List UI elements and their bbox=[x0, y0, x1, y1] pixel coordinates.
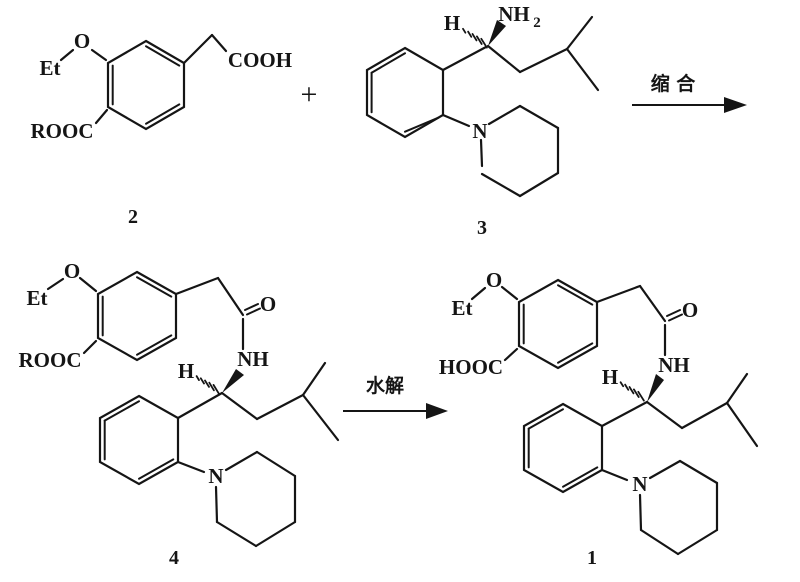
compound-1: O Et HOOC O NH H N 1 bbox=[439, 268, 759, 569]
compound-4-ester-label: ROOC bbox=[19, 348, 82, 372]
compound-2-number: 2 bbox=[128, 206, 138, 228]
condensation-arrow: 缩 合 bbox=[632, 72, 747, 113]
compound-4: O Et ROOC O NH H N 4 bbox=[19, 259, 340, 569]
compound-4-carbonyl-oxygen-label: O bbox=[260, 292, 276, 316]
compound-4-stereo-h-label: H bbox=[178, 359, 194, 383]
compound-4-benzoate-ring bbox=[96, 270, 178, 362]
compound-4-benzoate-substituent-bonds bbox=[46, 276, 245, 355]
compound-1-stereo-h-label: H bbox=[602, 365, 618, 389]
compound-1-piperidine-ring bbox=[600, 459, 719, 556]
compound-3-piperidine-n-label: N bbox=[472, 119, 487, 143]
compound-4-isobutyl-bonds bbox=[176, 361, 340, 442]
compound-4-number: 4 bbox=[169, 547, 179, 569]
compound-4-aniline-ring bbox=[98, 394, 180, 486]
compound-2-benzene-ring bbox=[106, 39, 186, 131]
compound-1-ether-oxygen-label: O bbox=[486, 268, 502, 292]
compound-1-bold-wedge-nh bbox=[647, 374, 664, 402]
compound-1-hashed-wedge-h bbox=[619, 381, 645, 402]
compound-1-ethyl-label: Et bbox=[452, 296, 473, 320]
compound-4-hashed-wedge-h bbox=[195, 375, 220, 395]
compound-4-ether-oxygen-label: O bbox=[64, 259, 80, 283]
compound-1-isobutyl-bonds bbox=[600, 372, 759, 448]
hydrolysis-arrow: 水解 bbox=[343, 374, 448, 419]
compound-1-carbonyl-oxygen-label: O bbox=[682, 298, 698, 322]
compound-3-benzene-ring bbox=[365, 46, 445, 139]
compound-1-benzoate-ring bbox=[517, 278, 599, 370]
compound-1-number: 1 bbox=[587, 547, 597, 569]
compound-1-amide-bonds bbox=[663, 309, 683, 357]
compound-2-ester-label: ROOC bbox=[31, 119, 94, 143]
plus-sign: + bbox=[301, 78, 318, 111]
compound-3: H NH 2 N 3 bbox=[365, 2, 600, 239]
compound-3-hashed-wedge-h bbox=[462, 27, 488, 49]
compound-3-amine-subscript: 2 bbox=[533, 15, 541, 31]
compound-3-piperidine-ring bbox=[441, 104, 560, 198]
compound-4-amide-bonds bbox=[241, 303, 261, 351]
compound-1-benzoate-substituent-bonds bbox=[470, 284, 667, 362]
compound-2-ethyl-label: Et bbox=[40, 56, 61, 80]
compound-1-aniline-ring bbox=[522, 402, 604, 494]
compound-3-bold-wedge-nh2 bbox=[488, 20, 506, 46]
compound-3-side-chain-bonds bbox=[441, 15, 600, 92]
compound-2-ether-oxygen-label: O bbox=[74, 29, 90, 53]
compound-2-substituent-bonds bbox=[59, 33, 228, 125]
compound-1-piperidine-n-label: N bbox=[632, 472, 647, 496]
compound-2-carboxyl-label: COOH bbox=[228, 48, 292, 72]
compound-1-carboxyl-label: HOOC bbox=[439, 355, 503, 379]
compound-4-piperidine-ring bbox=[176, 450, 297, 548]
compound-4-bold-wedge-nh bbox=[222, 369, 244, 393]
compound-3-amine-label: NH bbox=[498, 2, 530, 26]
compound-4-ethyl-label: Et bbox=[27, 286, 48, 310]
compound-4-piperidine-n-label: N bbox=[208, 464, 223, 488]
compound-3-stereo-h-label: H bbox=[444, 11, 460, 35]
compound-4-amide-nh-label: NH bbox=[237, 347, 269, 371]
compound-3-number: 3 bbox=[477, 217, 487, 239]
compound-2: O Et ROOC COOH 2 bbox=[31, 29, 293, 228]
condensation-arrowhead bbox=[724, 97, 747, 113]
condensation-condition-label: 缩 合 bbox=[651, 72, 697, 95]
compound-1-amide-nh-label: NH bbox=[658, 353, 690, 377]
hydrolysis-condition-label: 水解 bbox=[366, 374, 404, 397]
hydrolysis-arrowhead bbox=[426, 403, 448, 419]
